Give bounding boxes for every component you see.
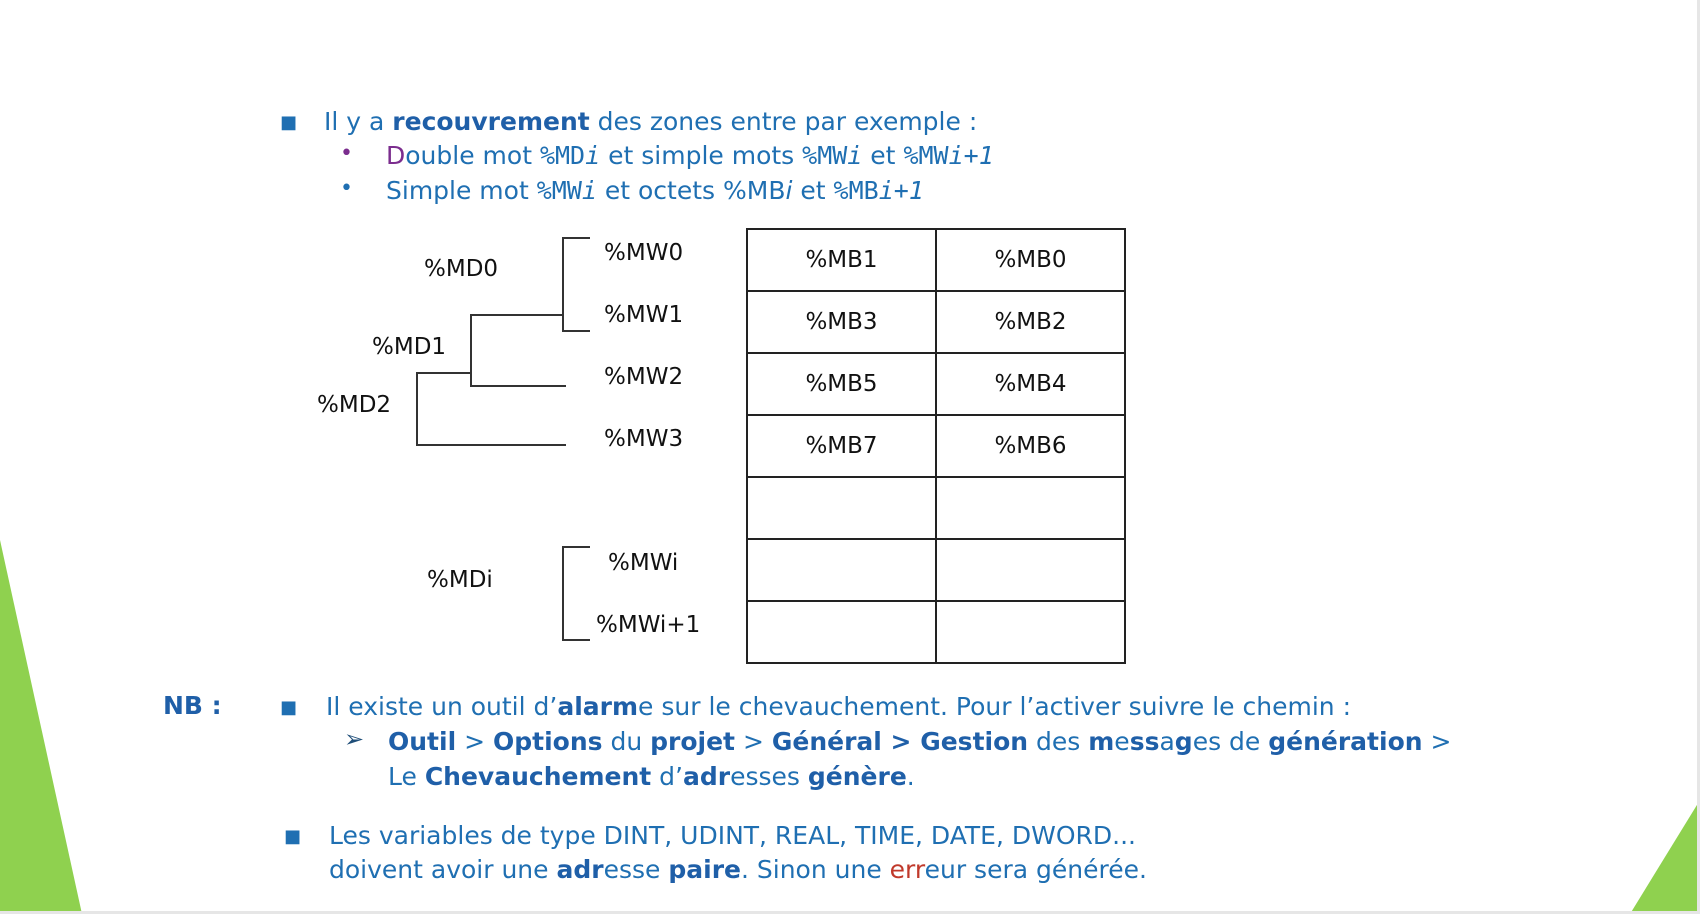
menu-path-line-2: Le Chevauchement d’adresses génère.: [388, 762, 915, 791]
table-row: [746, 600, 1126, 664]
table-row: %MB1%MB0: [746, 228, 1126, 292]
mdi-label: %MDi: [427, 567, 493, 593]
table-cell: [746, 600, 937, 664]
mdi-bracket-bottom: [562, 639, 590, 641]
variables-line-2: doivent avoir une adresse paire. Sinon u…: [329, 855, 1147, 884]
round-bullet-icon: •: [340, 141, 353, 166]
mwi1-label: %MWi+1: [596, 612, 701, 638]
mw0-label: %MW0: [604, 240, 684, 266]
md2-bracket-bottom: [416, 444, 566, 446]
mdi-bracket-top: [562, 546, 590, 548]
square-bullet-icon: ■: [284, 826, 302, 847]
frame-right-edge: [1697, 0, 1700, 914]
md2-label: %MD2: [317, 392, 392, 418]
md0-bracket-top: [562, 237, 590, 239]
sub-bullet-simple-word: Simple mot %MWi et octets %MBi et %MBi+1: [386, 176, 924, 205]
memory-byte-table: %MB1%MB0%MB3%MB2%MB5%MB4%MB7%MB6: [746, 228, 1126, 664]
table-cell: %MB0: [935, 228, 1126, 292]
round-bullet-icon: •: [340, 176, 353, 201]
table-cell: %MB3: [746, 290, 937, 354]
table-cell: %MB2: [935, 290, 1126, 354]
intro-line: Il y a recouvrement des zones entre par …: [324, 107, 978, 136]
green-left-triangle: [0, 540, 82, 914]
mw2-label: %MW2: [604, 364, 684, 390]
table-row: [746, 476, 1126, 540]
table-row: %MB5%MB4: [746, 352, 1126, 416]
md0-bracket-vertical: [562, 237, 564, 332]
md1-bracket-top: [470, 314, 564, 316]
md1-bracket-vertical: [470, 314, 472, 387]
table-cell: %MB7: [746, 414, 937, 478]
mw3-label: %MW3: [604, 426, 684, 452]
table-cell: %MB4: [935, 352, 1126, 416]
alarm-tool-line: Il existe un outil d’alarme sur le cheva…: [326, 692, 1351, 721]
menu-path-line: Outil > Options du projet > Général > Ge…: [388, 727, 1452, 756]
table-cell: [746, 476, 937, 540]
table-row: [746, 538, 1126, 602]
table-cell: [746, 538, 937, 602]
variables-line-1: Les variables de type DINT, UDINT, REAL,…: [329, 821, 1136, 850]
square-bullet-icon: ■: [280, 697, 298, 718]
md0-bracket-bottom: [562, 330, 590, 332]
md0-label: %MD0: [424, 256, 499, 282]
table-cell: [935, 476, 1126, 540]
md2-bracket-vertical: [416, 372, 418, 446]
md2-bracket-top: [416, 372, 472, 374]
md1-label: %MD1: [372, 334, 447, 360]
table-row: %MB3%MB2: [746, 290, 1126, 354]
mw1-label: %MW1: [604, 302, 684, 328]
table-cell: [935, 600, 1126, 664]
table-cell: %MB6: [935, 414, 1126, 478]
nb-label: NB :: [163, 691, 222, 720]
table-cell: %MB1: [746, 228, 937, 292]
green-right-triangle: [1630, 800, 1700, 914]
sub-bullet-double-word: Double mot %MDi et simple mots %MWi et %…: [386, 141, 994, 170]
mdi-bracket-vertical: [562, 546, 564, 641]
square-bullet-icon: ■: [280, 112, 298, 133]
md1-bracket-bottom: [470, 385, 566, 387]
table-row: %MB7%MB6: [746, 414, 1126, 478]
arrow-bullet-icon: ➢: [344, 725, 365, 753]
table-cell: %MB5: [746, 352, 937, 416]
frame-bottom-edge: [0, 911, 1700, 914]
table-cell: [935, 538, 1126, 602]
mwi-label: %MWi: [608, 550, 679, 576]
